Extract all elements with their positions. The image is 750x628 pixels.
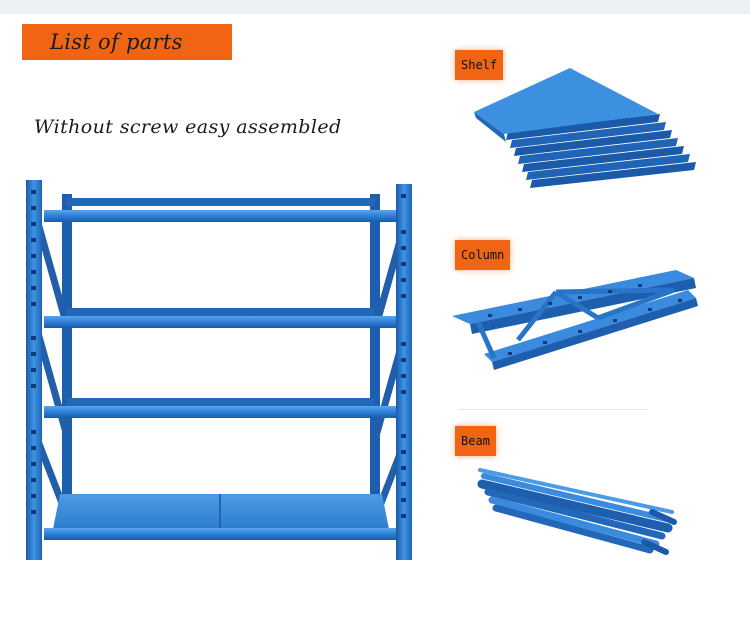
- part-label-beam: Beam: [455, 426, 496, 456]
- part-label-text: Column: [461, 248, 505, 262]
- beam-bars-image: [477, 468, 677, 555]
- subtitle: Without screw easy assembled: [34, 116, 342, 138]
- part-label-column: Column: [455, 240, 511, 270]
- page-title: List of parts: [50, 30, 183, 54]
- part-label-text: Shelf: [461, 58, 498, 72]
- part-label-shelf: Shelf: [455, 50, 504, 80]
- column-frame-image: [452, 270, 698, 370]
- part-label-text: Beam: [461, 434, 490, 448]
- shelf-panels-image: [474, 68, 696, 188]
- assembled-rack-image: [26, 180, 412, 560]
- title-banner: List of parts: [22, 24, 232, 60]
- divider: [458, 409, 648, 410]
- top-bar: [0, 0, 750, 14]
